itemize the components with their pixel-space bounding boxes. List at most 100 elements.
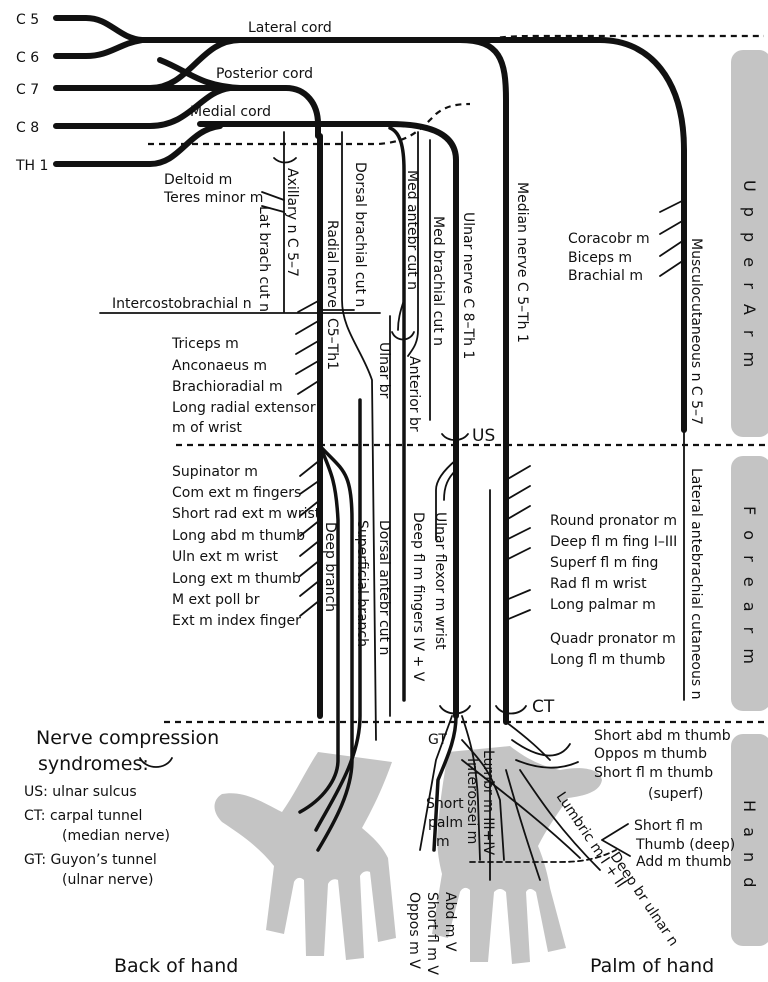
legend-ct-2: (median nerve) bbox=[62, 828, 170, 844]
median-nerve-lines bbox=[489, 465, 601, 881]
root-c6: C 6 bbox=[16, 50, 39, 66]
legend-gt-1: GT: Guyon’s tunnel bbox=[24, 852, 157, 868]
biceps-label: Biceps m bbox=[568, 250, 632, 266]
long-palmar-label: Long palmar m bbox=[550, 597, 656, 613]
short-fl-v-label: Short fl m V bbox=[424, 892, 440, 975]
long-radial-label-2: m of wrist bbox=[172, 420, 242, 436]
root-c7: C 7 bbox=[16, 82, 39, 98]
root-labels: C 5 C 6 C 7 C 8 TH 1 bbox=[15, 12, 48, 174]
legend-title-1: Nerve compression bbox=[36, 727, 219, 749]
ext-index-label: Ext m index finger bbox=[172, 613, 301, 629]
medial-cutaneous-lines bbox=[388, 126, 431, 702]
abd-v-label: Abd m V bbox=[442, 892, 458, 952]
deep-fl-iv-v-label: Deep fl m fingers IV + V bbox=[410, 512, 426, 682]
ulnar-nerve-label: Ulnar nerve C 8–Th 1 bbox=[460, 212, 476, 359]
deep-fl-i-iii-label: Deep fl m fing I–III bbox=[550, 534, 677, 550]
ulnar-flexor-label: Ulnar flexor m wrist bbox=[432, 512, 448, 650]
long-radial-label-1: Long radial extensor bbox=[172, 400, 316, 416]
m-ext-poll-label: M ext poll br bbox=[172, 592, 260, 608]
medial-root-dash bbox=[148, 102, 471, 146]
brachial-label: Brachial m bbox=[568, 268, 643, 284]
short-palm-label-1: Short bbox=[426, 796, 464, 812]
med-brachial-label: Med brachial cut n bbox=[430, 216, 446, 346]
posterior-cord-label: Posterior cord bbox=[216, 66, 313, 82]
palm-of-hand-shape bbox=[432, 746, 602, 964]
short-palm-label-3: m bbox=[436, 834, 450, 850]
forearm-bar bbox=[731, 456, 768, 711]
legend-ct-1: CT: carpal tunnel bbox=[24, 808, 142, 824]
root-c8: C 8 bbox=[16, 120, 39, 136]
interossei-label: Interossei m bbox=[464, 758, 480, 844]
uln-ext-label: Uln ext m wrist bbox=[172, 549, 279, 565]
radial-nerve-lines bbox=[295, 133, 354, 852]
legend-us: US: ulnar sulcus bbox=[24, 784, 137, 800]
med-antebr-label: Med antebr cut n bbox=[404, 170, 420, 290]
section-separators bbox=[148, 34, 768, 724]
rad-fl-label: Rad fl m wrist bbox=[550, 576, 647, 592]
triceps-label: Triceps m bbox=[171, 336, 239, 352]
hand-label: H a n d bbox=[740, 800, 759, 892]
anconaeus-label: Anconaeus m bbox=[172, 358, 267, 374]
dorsal-cutaneous-lines bbox=[314, 131, 391, 832]
lumbric-i-ii-label: Lumbric m I + II bbox=[553, 789, 629, 891]
short-abd-thumb-label: Short abd m thumb bbox=[594, 728, 731, 744]
root-th1: TH 1 bbox=[15, 158, 48, 174]
lateral-root-dash bbox=[477, 34, 764, 42]
anterior-br-label: Anterior br bbox=[406, 356, 422, 432]
us-site-label: US bbox=[472, 426, 495, 446]
upper-arm-label: U p p e r A r m bbox=[740, 180, 759, 372]
musculocutaneous-lines bbox=[659, 199, 685, 701]
back-of-hand-caption: Back of hand bbox=[114, 955, 238, 977]
deep-branch-label: Deep branch bbox=[322, 522, 338, 612]
medial-cord bbox=[197, 121, 459, 719]
thumb-deep-label: Thumb (deep) bbox=[635, 837, 735, 853]
lumbr-iii-iv-label: Lumbr m III+IV bbox=[480, 750, 496, 855]
axillary-nerve-lines bbox=[261, 131, 297, 313]
musculocutaneous-label: Musculocutaneous n C 5–7 bbox=[688, 238, 704, 425]
brachioradial-label: Brachioradial m bbox=[172, 379, 283, 395]
short-fl-label: Short fl m bbox=[634, 818, 703, 834]
palm-of-hand-caption: Palm of hand bbox=[590, 955, 714, 977]
short-palm-label-2: palm bbox=[428, 815, 463, 831]
lat-brach-cut-label: Lat brach cut n bbox=[256, 206, 272, 312]
quadr-pronator-label: Quadr pronator m bbox=[550, 631, 676, 647]
upper-arm-bar bbox=[731, 50, 768, 437]
root-c5: C 5 bbox=[16, 12, 39, 28]
oppos-thumb-label: Oppos m thumb bbox=[594, 746, 707, 762]
median-nerve-label: Median nerve C 5–Th 1 bbox=[514, 182, 530, 343]
legend-compression-symbol bbox=[139, 757, 173, 768]
back-of-hand-shape bbox=[214, 752, 396, 960]
deep-br-ulnar-dash bbox=[469, 849, 617, 863]
thumb-deep-branch bbox=[601, 823, 631, 857]
radial-nerve-label: Radial nerve bbox=[324, 220, 340, 308]
superf-label: (superf) bbox=[648, 786, 703, 802]
deltoid-label: Deltoid m bbox=[164, 172, 232, 188]
lateral-cord-label: Lateral cord bbox=[248, 20, 332, 36]
short-fl-thumb-label: Short fl m thumb bbox=[594, 765, 713, 781]
long-ext-label: Long ext m thumb bbox=[172, 571, 301, 587]
gt-site-label: GT bbox=[428, 732, 447, 748]
dorsal-brachial-label: Dorsal brachial cut n bbox=[352, 162, 368, 307]
long-fl-thumb-label: Long fl m thumb bbox=[550, 652, 666, 668]
section-bars bbox=[731, 50, 768, 946]
intercostobrachial-label: Intercostobrachial n bbox=[112, 296, 252, 312]
com-ext-label: Com ext m fingers bbox=[172, 485, 301, 501]
axillary-label: Axillary n C 5–7 bbox=[284, 168, 300, 277]
dorsal-antebr-label: Dorsal antebr cut n bbox=[376, 520, 392, 655]
ulnar-br-label: Ulnar br bbox=[376, 342, 392, 399]
round-pronator-label: Round pronator m bbox=[550, 513, 677, 529]
forearm-label: F o r e a r m bbox=[740, 506, 759, 669]
legend-gt-2: (ulnar nerve) bbox=[62, 872, 154, 888]
legend-title-2: syndromes: bbox=[38, 753, 149, 775]
supinator-label: Supinator m bbox=[172, 464, 258, 480]
lateral-cord-branch bbox=[417, 37, 687, 433]
hand-bar bbox=[731, 734, 768, 946]
short-rad-label: Short rad ext m wrist bbox=[172, 506, 321, 522]
medial-cord-label: Medial cord bbox=[190, 104, 271, 120]
superficial-branch-label: Superficial branch bbox=[354, 520, 370, 647]
add-thumb-label: Add m thumb bbox=[636, 854, 732, 870]
lat-antebr-label: Lateral antebrachial cutaneous n bbox=[688, 468, 704, 700]
legend: Nerve compression syndromes: US: ulnar s… bbox=[24, 727, 219, 888]
ct-site-label: CT bbox=[532, 697, 555, 717]
